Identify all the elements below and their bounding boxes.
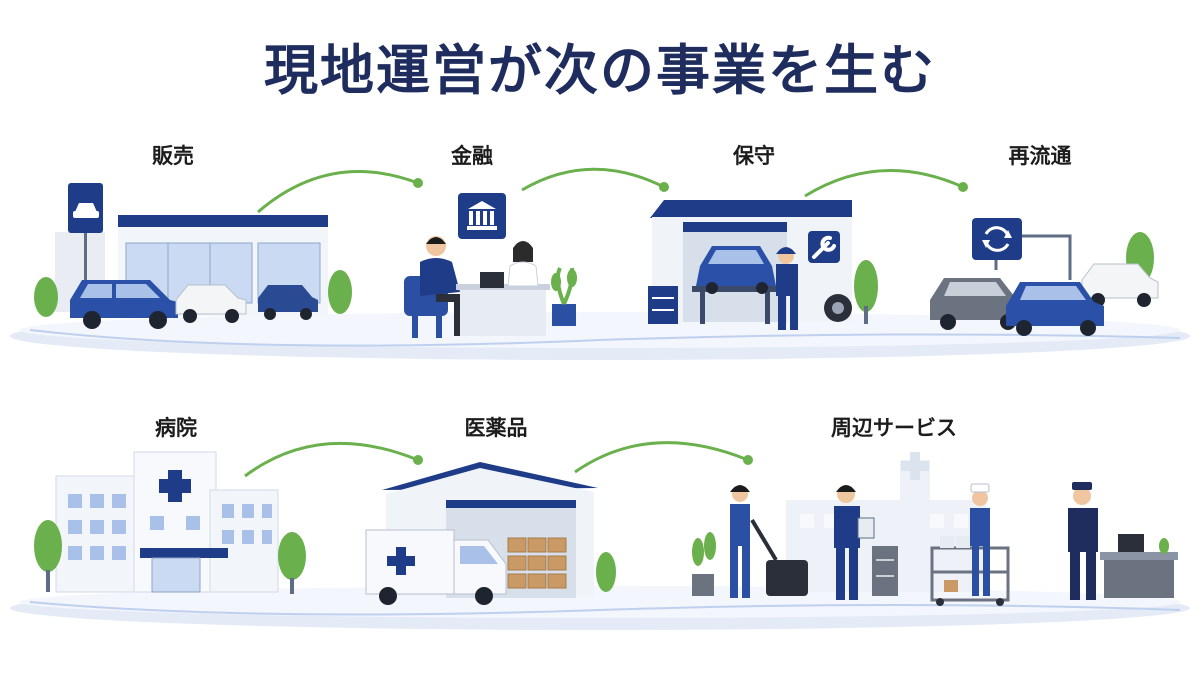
garage-illustration	[648, 200, 878, 330]
services-illustration	[692, 452, 1178, 606]
label-hospital: 病院	[155, 416, 197, 440]
white-car	[175, 284, 247, 323]
page-title: 現地運営が次の事業を生む	[264, 39, 936, 102]
row2-platform	[10, 586, 1190, 630]
recycle-icon	[982, 226, 1012, 252]
label-pharmaceuticals: 医薬品	[464, 416, 528, 440]
navy-car	[258, 285, 318, 320]
label-recirculation: 再流通	[1008, 144, 1072, 168]
recirculation-illustration	[930, 218, 1159, 336]
car-icon	[73, 203, 99, 218]
arc-sales-finance	[257, 170, 419, 214]
row2-connectors	[244, 441, 753, 478]
blue-suv	[70, 280, 178, 329]
bank-icon	[467, 201, 497, 230]
arc-maintenance-recirculation	[804, 169, 964, 198]
dealership-illustration	[34, 183, 352, 329]
wrench-icon	[812, 235, 836, 259]
finance-illustration	[404, 193, 577, 338]
row1-connectors	[257, 167, 968, 214]
arc-hospital-pharma	[244, 441, 419, 478]
hospital-illustration	[34, 451, 306, 594]
label-peripheral-services: 周辺サービス	[831, 416, 957, 440]
arc-finance-maintenance	[521, 167, 665, 192]
delivery-truck	[365, 529, 507, 605]
row1-platform	[10, 312, 1190, 360]
lifted-car	[696, 246, 776, 294]
label-sales: 販売	[152, 144, 194, 168]
label-maintenance: 保守	[733, 144, 775, 168]
warehouse-illustration	[365, 462, 616, 605]
blue-car-front	[1006, 282, 1104, 336]
arc-pharma-services	[574, 441, 749, 474]
medical-cross-icon	[159, 470, 191, 502]
label-finance: 金融	[451, 144, 493, 168]
white-car-back	[1081, 263, 1159, 307]
